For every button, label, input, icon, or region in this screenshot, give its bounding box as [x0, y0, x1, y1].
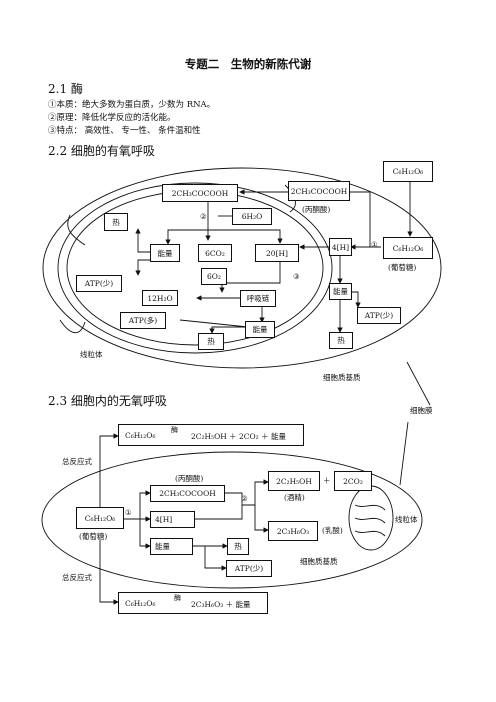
glucose-note: (葡萄糖) — [388, 263, 417, 272]
page-title: 专题二 生物的新陈代谢 — [184, 57, 312, 71]
glucose-right-box: C₆H₁₂O₆ — [383, 237, 433, 259]
cytoplasm-matrix-label-2: 细胞质基质 — [300, 557, 338, 566]
total-reaction-label-2: 总反应式 — [62, 573, 92, 582]
section-2-1-heading: 2.1 酶 — [48, 82, 83, 96]
water-out-box: 12H₂O — [142, 290, 178, 306]
water-in-box: 6H₂O — [232, 208, 272, 225]
heat-box-3: 热 — [329, 332, 353, 349]
anaerobic-cell-ellipse — [41, 451, 423, 589]
pyruvate-right-box: 2CH₃COCOOH — [288, 181, 350, 201]
total-reaction-label-1: 总反应式 — [62, 457, 92, 466]
atp-box-anaerobic: ATP(少) — [226, 560, 272, 577]
section-2-2-heading: 2.2 细胞的有氧呼吸 — [48, 144, 155, 158]
lactic-acid-box: 2C₃H₆O₃ — [268, 521, 318, 541]
pyruvate-note-2: (丙酮酸) — [175, 474, 204, 483]
pyruvate-note: (丙酮酸) — [302, 205, 331, 214]
enzyme-principle: ②原理：降低化学反应的活化能。 — [48, 113, 176, 123]
atp-right-box: ATP(少) — [357, 307, 401, 324]
heat-box-2: 热 — [198, 333, 224, 350]
co2-box-2: 2CO₂ — [334, 471, 372, 491]
mitochondrion-label-2: 线粒体 — [395, 515, 418, 524]
step-3-marker: ③ — [293, 272, 300, 281]
equation-1-products: 2C₂H₅OH ＋ 2CO₂ ＋ 能量 — [191, 432, 286, 441]
cell-membrane-label: 细胞膜 — [410, 406, 433, 415]
step-1-marker-anaerobic: ① — [125, 508, 132, 517]
h20-box: 20[H] — [255, 244, 299, 262]
respiratory-chain-box: 呼吸链 — [240, 290, 276, 307]
ethanol-note: (酒精) — [284, 493, 305, 502]
step-1-marker: ① — [371, 240, 378, 249]
h4-box-2: 4[H] — [150, 511, 195, 528]
enzyme-features: ③特点： 高效性、 专一性、 条件温和性 — [48, 126, 201, 136]
lactic-acid-note: (乳酸) — [322, 526, 343, 535]
heat-box-anaerobic: 热 — [227, 538, 249, 555]
step-2-marker: ② — [200, 212, 207, 221]
glucose-note-2: (葡萄糖) — [79, 532, 108, 541]
cytoplasm-matrix-label: 细胞质基质 — [323, 373, 361, 382]
atp-mid-box: ATP(多) — [120, 312, 166, 329]
aerobic-cell-ellipse — [42, 167, 442, 369]
equation-2-reactant: C₆H₁₂O₆ — [125, 598, 156, 608]
ethanol-box: 2C₂H₅OH — [268, 471, 320, 491]
equation-1-reactant: C₆H₁₂O₆ — [125, 430, 156, 440]
energy-box-anaerobic: 能量 — [150, 538, 193, 555]
glucose-top-box: C₆H₁₂O₆ — [383, 161, 433, 182]
pyruvate-left-box: 2CH₃COCOOH — [162, 184, 238, 202]
pyruvate-box-2: 2CH₃COCOOH — [150, 485, 225, 502]
h4-box: 4[H] — [329, 238, 352, 256]
energy-box-3: 能量 — [329, 283, 352, 300]
equation-2-enzyme: 酶 — [174, 594, 181, 602]
mitochondrion-label: 线粒体 — [80, 350, 103, 359]
o2-box: 6O₂ — [201, 268, 227, 285]
mitochondrion-outer — [57, 182, 333, 354]
glucose-box-2: C₆H₁₂O₆ — [76, 507, 124, 529]
energy-box-1: 能量 — [150, 244, 180, 262]
equation-1-box: C₆H₁₂O₆ 酶 2C₂H₅OH ＋ 2CO₂ ＋ 能量 — [118, 424, 304, 446]
atp-left-box: ATP(少) — [76, 275, 122, 292]
energy-box-2: 能量 — [245, 321, 275, 338]
plus-sign: ＋ — [323, 476, 331, 485]
enzyme-nature: ①本质：绝大多数为蛋白质，少数为 RNA。 — [48, 100, 216, 110]
co2-box: 6CO₂ — [198, 244, 232, 262]
equation-1-enzyme: 酶 — [171, 426, 178, 434]
step-2-marker-anaerobic: ② — [241, 494, 248, 503]
equation-2-box: C₆H₁₂O₆ 酶 2C₃H₆O₃ ＋ 能量 — [118, 592, 268, 614]
heat-box-1: 热 — [104, 213, 128, 231]
section-2-3-heading: 2.3 细胞内的无氧呼吸 — [48, 394, 167, 408]
equation-2-products: 2C₃H₆O₃ ＋ 能量 — [191, 600, 251, 609]
